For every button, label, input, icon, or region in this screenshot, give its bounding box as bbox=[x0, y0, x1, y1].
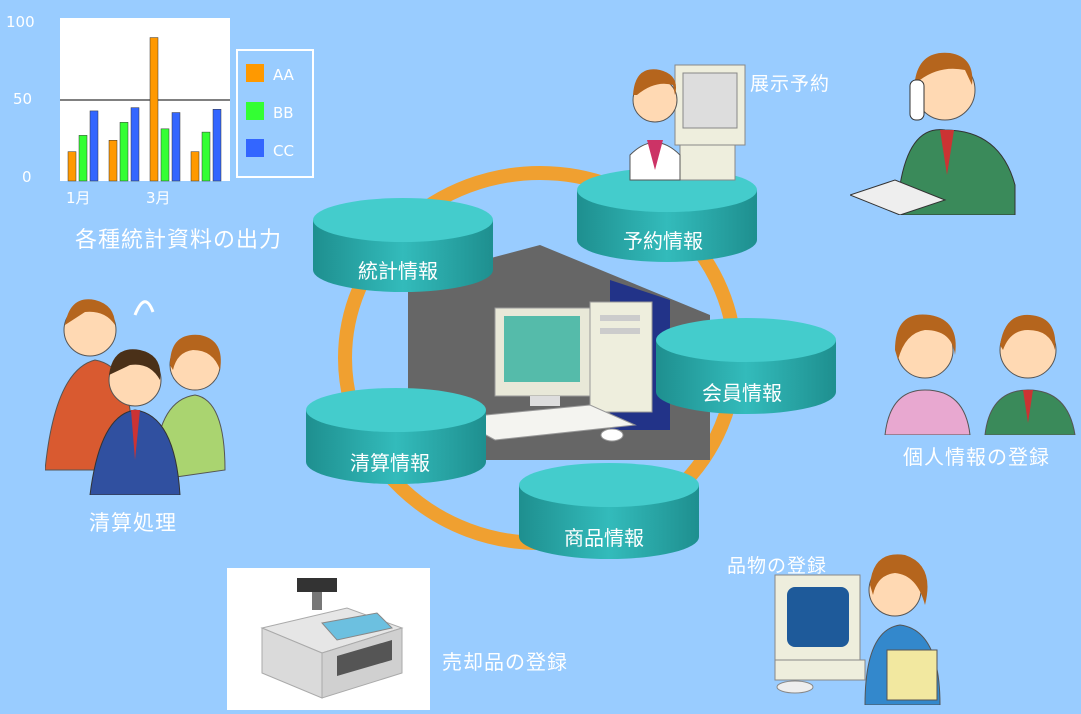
bar-cc-3 bbox=[212, 109, 222, 182]
db-settlement: 清算情報 bbox=[306, 388, 486, 484]
stats-bar-chart: 100 50 0 1月 3月 AA BB CC bbox=[6, 13, 314, 207]
bar-bb-3 bbox=[201, 131, 211, 182]
cash-register-icon bbox=[260, 578, 404, 699]
chart-caption: 各種統計資料の出力 bbox=[75, 228, 283, 253]
celebrating-group-illustration bbox=[45, 299, 226, 495]
bar-cc-1 bbox=[130, 107, 140, 182]
phone-man-illustration bbox=[850, 52, 1016, 215]
cash-register-photo bbox=[227, 568, 430, 710]
y-tick-50: 50 bbox=[13, 90, 32, 108]
item-registration-label: 品物の登録 bbox=[727, 555, 828, 577]
computer-icon bbox=[453, 301, 653, 442]
x-tick-3: 3月 bbox=[146, 189, 171, 207]
bar-aa-3 bbox=[190, 151, 200, 182]
legend-label-cc: CC bbox=[273, 142, 294, 160]
x-tick-1: 1月 bbox=[66, 189, 91, 207]
bar-aa-0 bbox=[67, 151, 77, 182]
exhibit-reservation-label: 展示予約 bbox=[750, 73, 831, 95]
settlement-processing-label: 清算処理 bbox=[89, 511, 177, 535]
bar-bb-0 bbox=[78, 135, 88, 182]
legend-swatch-bb bbox=[246, 102, 264, 120]
db-statistics-label: 統計情報 bbox=[358, 259, 438, 283]
sold-item-registration-label: 売却品の登録 bbox=[442, 650, 568, 674]
db-product: 商品情報 bbox=[519, 463, 699, 559]
db-settlement-label: 清算情報 bbox=[350, 451, 430, 475]
legend-label-aa: AA bbox=[273, 66, 295, 84]
y-tick-100: 100 bbox=[6, 13, 35, 31]
reservation-clerk-illustration bbox=[629, 64, 746, 181]
db-statistics: 統計情報 bbox=[313, 198, 493, 292]
y-tick-0: 0 bbox=[22, 168, 32, 186]
db-member: 会員情報 bbox=[656, 318, 836, 414]
db-reservation-label: 予約情報 bbox=[623, 229, 703, 253]
bar-cc-2 bbox=[171, 112, 181, 182]
bar-aa-1 bbox=[108, 140, 118, 182]
personal-registration-label: 個人情報の登録 bbox=[903, 445, 1050, 469]
item-registration-illustration bbox=[774, 554, 941, 705]
legend-swatch-aa bbox=[246, 64, 264, 82]
db-product-label: 商品情報 bbox=[564, 526, 644, 550]
legend-label-bb: BB bbox=[273, 104, 294, 122]
db-member-label: 会員情報 bbox=[702, 381, 782, 405]
couple-illustration bbox=[884, 314, 1076, 435]
legend-swatch-cc bbox=[246, 139, 264, 157]
bar-aa-2 bbox=[149, 37, 159, 182]
bar-bb-2 bbox=[160, 128, 170, 182]
bar-bb-1 bbox=[119, 122, 129, 182]
bar-cc-0 bbox=[89, 110, 99, 182]
